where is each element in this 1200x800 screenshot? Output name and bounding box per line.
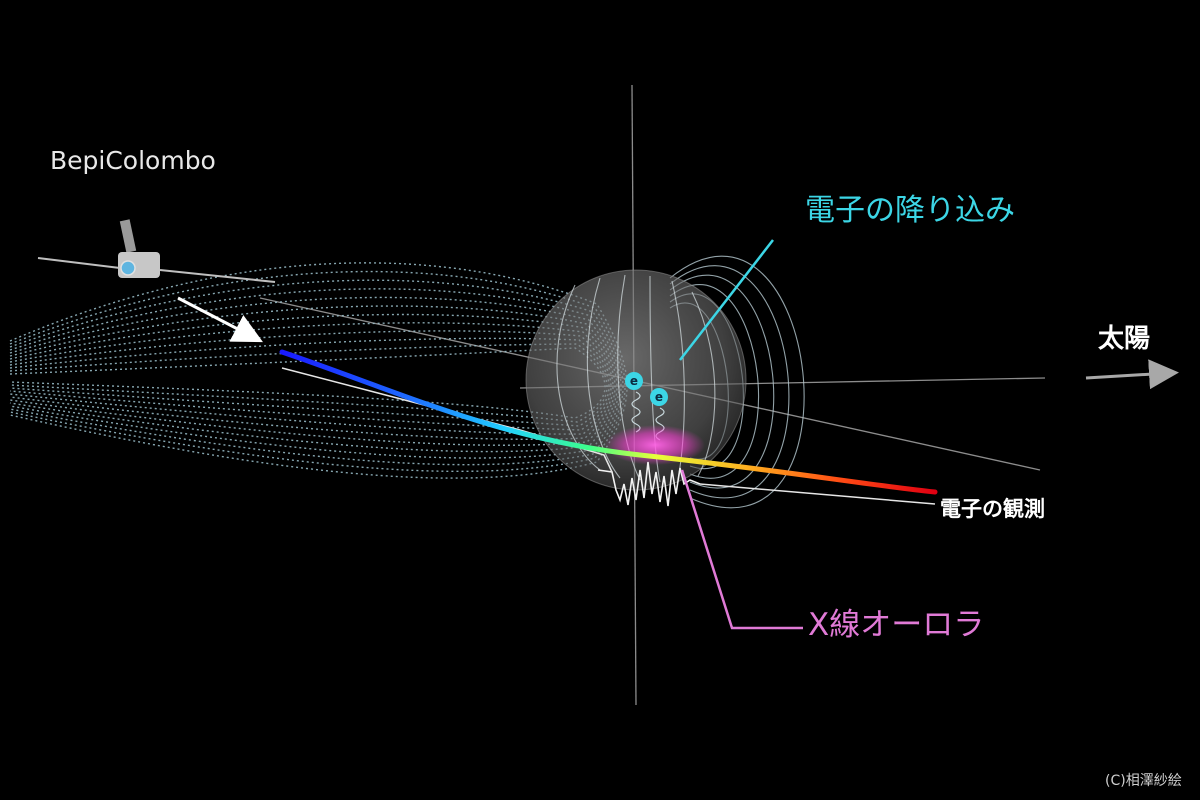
sun-direction-arrow [1085,359,1179,390]
approach-arrow [177,296,263,343]
dayside-loop [669,274,775,489]
xray-pointer [680,469,803,630]
electron-precipitation-label: 電子の降り込み [805,193,1015,228]
svg-text:e: e [655,390,663,404]
spacecraft-icon [37,219,276,283]
field-line [9,330,612,431]
field-line [9,337,610,427]
sun-label: 太陽 [1098,324,1151,354]
spectrum-trace [597,461,701,507]
precipitation-pointer [679,239,774,361]
electron-observation-label: 電子の観測 [940,497,1045,521]
dayside-loop [669,265,790,499]
xray-aurora-label: X線オーロラ [808,607,985,643]
dayside-loop [669,284,759,479]
field-line [9,305,618,446]
field-line [9,270,626,473]
electron-icon: e [625,372,643,390]
image-credit: (C)相澤紗絵 [1105,773,1182,789]
spacecraft-trajectory [279,349,938,495]
spacecraft-label: BepiColombo [50,146,216,175]
dayside-loop [669,255,805,508]
field-line [9,322,614,435]
electron-icon: e [650,388,668,406]
svg-text:e: e [630,374,638,388]
field-line [9,313,616,440]
observation-line-right [699,483,936,505]
